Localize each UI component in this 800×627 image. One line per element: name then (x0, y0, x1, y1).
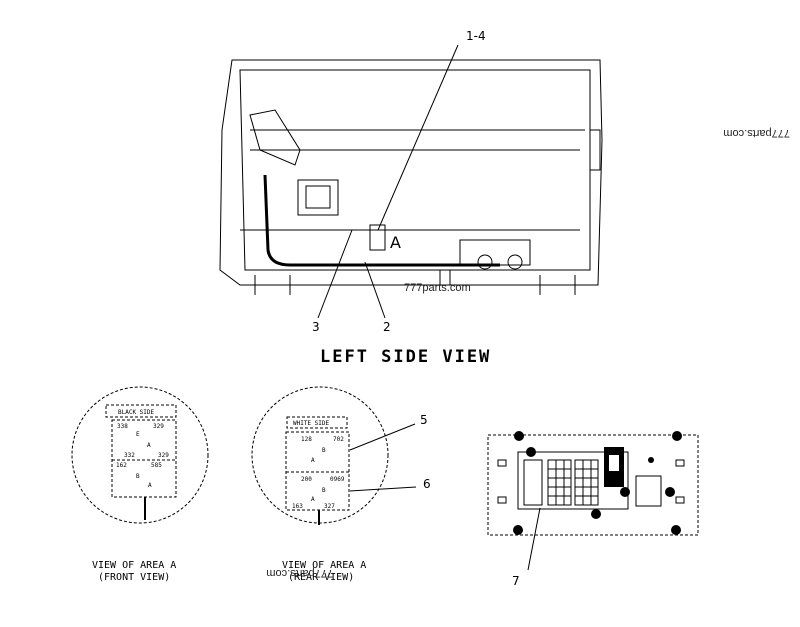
callout-3: 3 (312, 320, 320, 334)
leader-5 (349, 423, 416, 451)
connector-letter: A (311, 496, 315, 503)
connector-letter: B (136, 473, 140, 480)
wire-number: 327 (324, 503, 335, 510)
rear-view-caption-2: (REAR VIEW) (288, 572, 354, 583)
wire-number: 128 (301, 436, 312, 443)
wire-number: 162 (116, 462, 127, 469)
wire-number: 329 (158, 452, 169, 459)
rear-view-caption-1: VIEW OF AREA A (282, 560, 366, 571)
leader-1-4 (377, 44, 459, 231)
cab-left-side-view (219, 59, 603, 295)
rear-side-label: WHITE SIDE (293, 420, 330, 427)
connector-letter: E (136, 431, 140, 438)
connector-letter: B (322, 487, 326, 494)
watermark: 777parts.com (266, 567, 333, 579)
callout-6: 6 (423, 477, 431, 491)
connector-letter: A (148, 482, 152, 489)
leader-7 (527, 507, 541, 571)
leader-2 (364, 261, 386, 319)
connector-letter: A (311, 457, 315, 464)
wire-number: 332 (124, 452, 135, 459)
front-side-label: BLACK SIDE (118, 409, 155, 416)
wire-number: 338 (117, 423, 128, 430)
wire-number: 329 (153, 423, 164, 430)
watermark: 777parts.com (404, 282, 471, 294)
callout-7: 7 (512, 574, 520, 588)
wire-number: 200 (301, 476, 312, 483)
fuse-panel (487, 431, 699, 536)
wire-number: 702 (333, 436, 344, 443)
front-view-caption-2: (FRONT VIEW) (98, 572, 170, 583)
callout-5: 5 (420, 413, 428, 427)
callout-1-4: 1-4 (466, 29, 486, 43)
connector-letter: B (322, 447, 326, 454)
leader-3 (317, 229, 353, 319)
front-view-detail: BLACK SIDE 338 329 E A 332 329 162 585 B… (71, 386, 209, 524)
wire-number: 585 (151, 462, 162, 469)
watermark: 777parts.com (723, 127, 790, 139)
left-side-view-title: LEFT SIDE VIEW (320, 347, 491, 367)
rear-view-detail: WHITE SIDE 128 702 B A 200 0969 B A 163 … (251, 386, 389, 525)
callout-2: 2 (383, 320, 391, 334)
wire-number: 163 (292, 503, 303, 510)
connector-letter: A (147, 442, 151, 449)
leader-6 (349, 486, 417, 492)
front-view-caption-1: VIEW OF AREA A (92, 560, 176, 571)
wire-number: 0969 (330, 476, 345, 483)
callout-area-a: A (390, 233, 401, 252)
